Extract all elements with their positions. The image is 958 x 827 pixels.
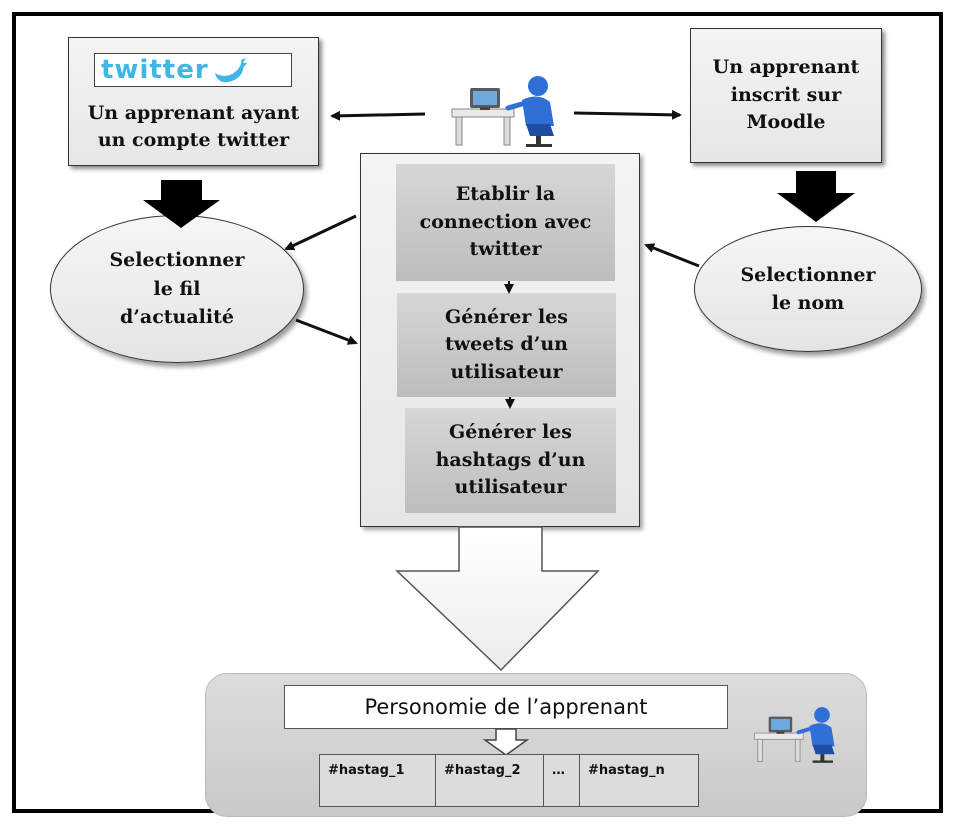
arrow-to-moodle-box	[573, 109, 682, 120]
process-step-label: Générer les hashtags d’un utilisateur	[435, 421, 586, 499]
process-step-connection: Etablir la connection avec twitter	[396, 164, 615, 281]
arrow-feed-to-panel	[295, 318, 358, 345]
select-feed-ellipse: Selectionner le fil d’actualité	[50, 215, 304, 363]
select-feed-label: Selectionner le fil d’actualité	[109, 249, 245, 329]
process-step-label: Générer les tweets d’un utilisateur	[445, 305, 568, 383]
hashtag-row: #hastag_1 #hastag_2 … #hastag_n	[319, 754, 699, 807]
twitter-bird-icon	[214, 58, 247, 83]
hashtag-cell: #hastag_2	[436, 755, 544, 806]
twitter-logo: twitter	[94, 53, 292, 87]
twitter-logo-text: twitter	[101, 55, 209, 85]
hashtag-cell: …	[544, 755, 580, 806]
thick-arrow-twitter-to-feed	[143, 180, 220, 228]
hashtag-cell: #hastag_n	[588, 763, 665, 778]
result-title-box: Personomie de l’apprenant	[284, 685, 728, 729]
arrow-name-to-panel	[644, 243, 700, 268]
big-down-arrow	[395, 526, 600, 672]
moodle-learner-label: Un apprenant inscrit sur Moodle	[712, 56, 860, 134]
arrow-to-twitter-box	[330, 110, 426, 121]
learner-at-computer-icon	[451, 76, 554, 147]
small-hollow-down-arrow	[482, 728, 530, 756]
process-step-hashtags: Générer les hashtags d’un utilisateur	[405, 408, 616, 513]
process-step-label: Etablir la connection avec twitter	[419, 183, 592, 261]
result-title-label: Personomie de l’apprenant	[364, 695, 648, 719]
thick-arrow-moodle-to-name	[777, 171, 855, 222]
learner-at-computer-icon	[754, 707, 835, 763]
process-step-tweets: Générer les tweets d’un utilisateur	[397, 293, 616, 397]
select-name-label: Selectionner le nom	[740, 263, 876, 315]
hashtag-cell: #hastag_1	[320, 755, 436, 806]
twitter-learner-label: Un apprenant ayant un compte twitter	[87, 101, 300, 152]
moodle-learner-box: Un apprenant inscrit sur Moodle	[690, 28, 882, 163]
arrow-panel-to-feed	[284, 214, 357, 251]
select-name-ellipse: Selectionner le nom	[694, 226, 922, 352]
